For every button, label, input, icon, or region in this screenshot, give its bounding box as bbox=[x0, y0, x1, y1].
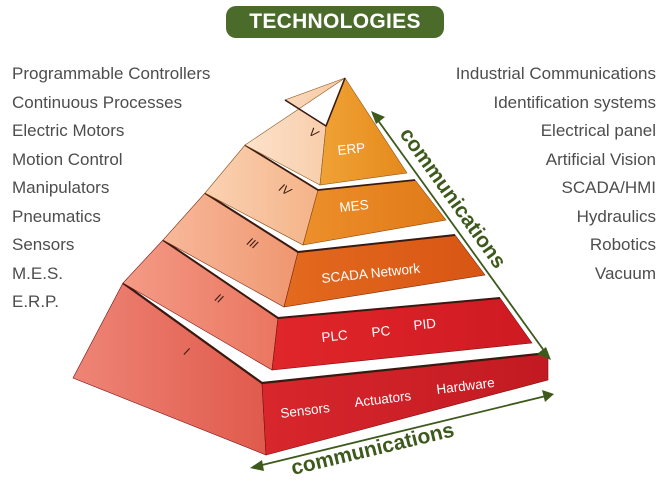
page-title: TECHNOLOGIES bbox=[249, 10, 421, 33]
level-label-hardware: Hardware bbox=[436, 375, 496, 397]
right-item: SCADA/HMI bbox=[561, 178, 656, 197]
level-label-erp: ERP bbox=[337, 140, 366, 158]
left-item: Sensors bbox=[12, 235, 75, 254]
pyramid-level-2 bbox=[122, 239, 533, 371]
title-badge: TECHNOLOGIES bbox=[226, 6, 444, 38]
level-label-sensors: Sensors bbox=[280, 400, 331, 421]
right-item: Robotics bbox=[589, 235, 656, 254]
pyramid-level-5 bbox=[244, 77, 408, 186]
left-item: Pneumatics bbox=[12, 206, 101, 226]
level-label-mes: MES bbox=[339, 197, 370, 215]
pyramid-level-3 bbox=[162, 192, 486, 308]
level-numeral: I bbox=[181, 345, 192, 359]
right-item: Identification systems bbox=[493, 92, 656, 112]
level-label-pid: PID bbox=[413, 316, 437, 333]
left-item: E.R.P. bbox=[12, 292, 59, 311]
left-item: M.E.S. bbox=[12, 263, 64, 283]
level-label-plc: PLC bbox=[321, 327, 349, 345]
left-item: Continuous Processes bbox=[12, 92, 183, 112]
left-item: Electric Motors bbox=[12, 121, 125, 140]
left-item: Programmable Controllers bbox=[12, 64, 211, 83]
pyramid-level-4 bbox=[204, 144, 447, 246]
vertical-communications-arrow bbox=[371, 111, 551, 360]
right-item: Industrial Communications bbox=[455, 64, 656, 83]
right-item: Vacuum bbox=[594, 263, 656, 283]
level-label-actuators: Actuators bbox=[354, 388, 413, 410]
level-label-pc: PC bbox=[371, 323, 391, 340]
left-technology-list: Programmable Controllers Continuous Proc… bbox=[12, 60, 210, 317]
right-item: Artificial Vision bbox=[545, 149, 656, 169]
right-item: Electrical panel bbox=[540, 121, 656, 140]
left-item: Motion Control bbox=[12, 149, 123, 169]
pyramid-level-1 bbox=[72, 282, 549, 456]
right-technology-list: Industrial Communications Identification… bbox=[456, 60, 656, 288]
horizontal-communications-arrow bbox=[250, 390, 554, 471]
right-item: Hydraulics bbox=[576, 206, 656, 226]
left-item: Manipulators bbox=[12, 178, 110, 197]
